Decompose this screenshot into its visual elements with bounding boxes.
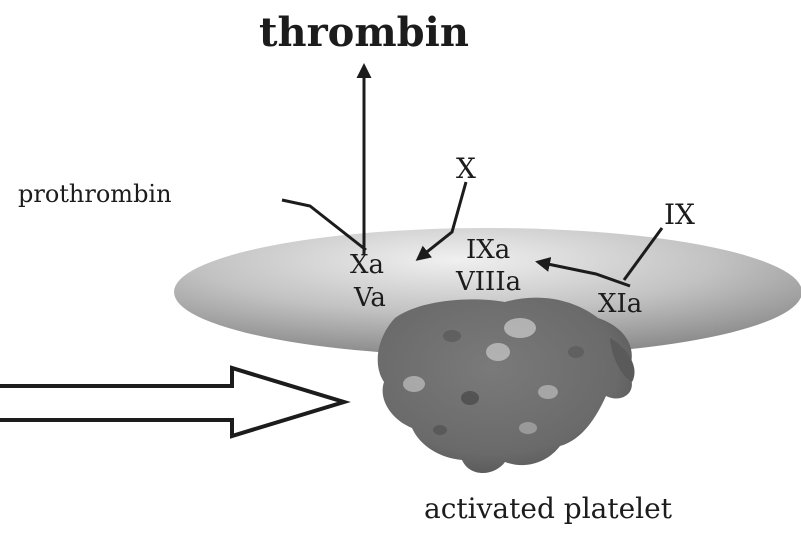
platelet-shape [378, 298, 635, 473]
hollow-arrow [0, 368, 344, 436]
thrombin-label: thrombin [259, 9, 469, 56]
activated-platelet-label: activated platelet [424, 492, 673, 525]
factor-xa-label: Xa [350, 250, 384, 280]
factor-x-label: X [456, 152, 476, 185]
factor-va-label: Va [353, 283, 386, 313]
prothrombin-label: prothrombin [18, 180, 172, 208]
factor-viiia-label: VIIIa [455, 267, 521, 297]
factor-ix-label: IX [664, 198, 695, 231]
factor-ixa-label: IXa [466, 235, 510, 265]
factor-xia-label: XIa [598, 289, 642, 319]
